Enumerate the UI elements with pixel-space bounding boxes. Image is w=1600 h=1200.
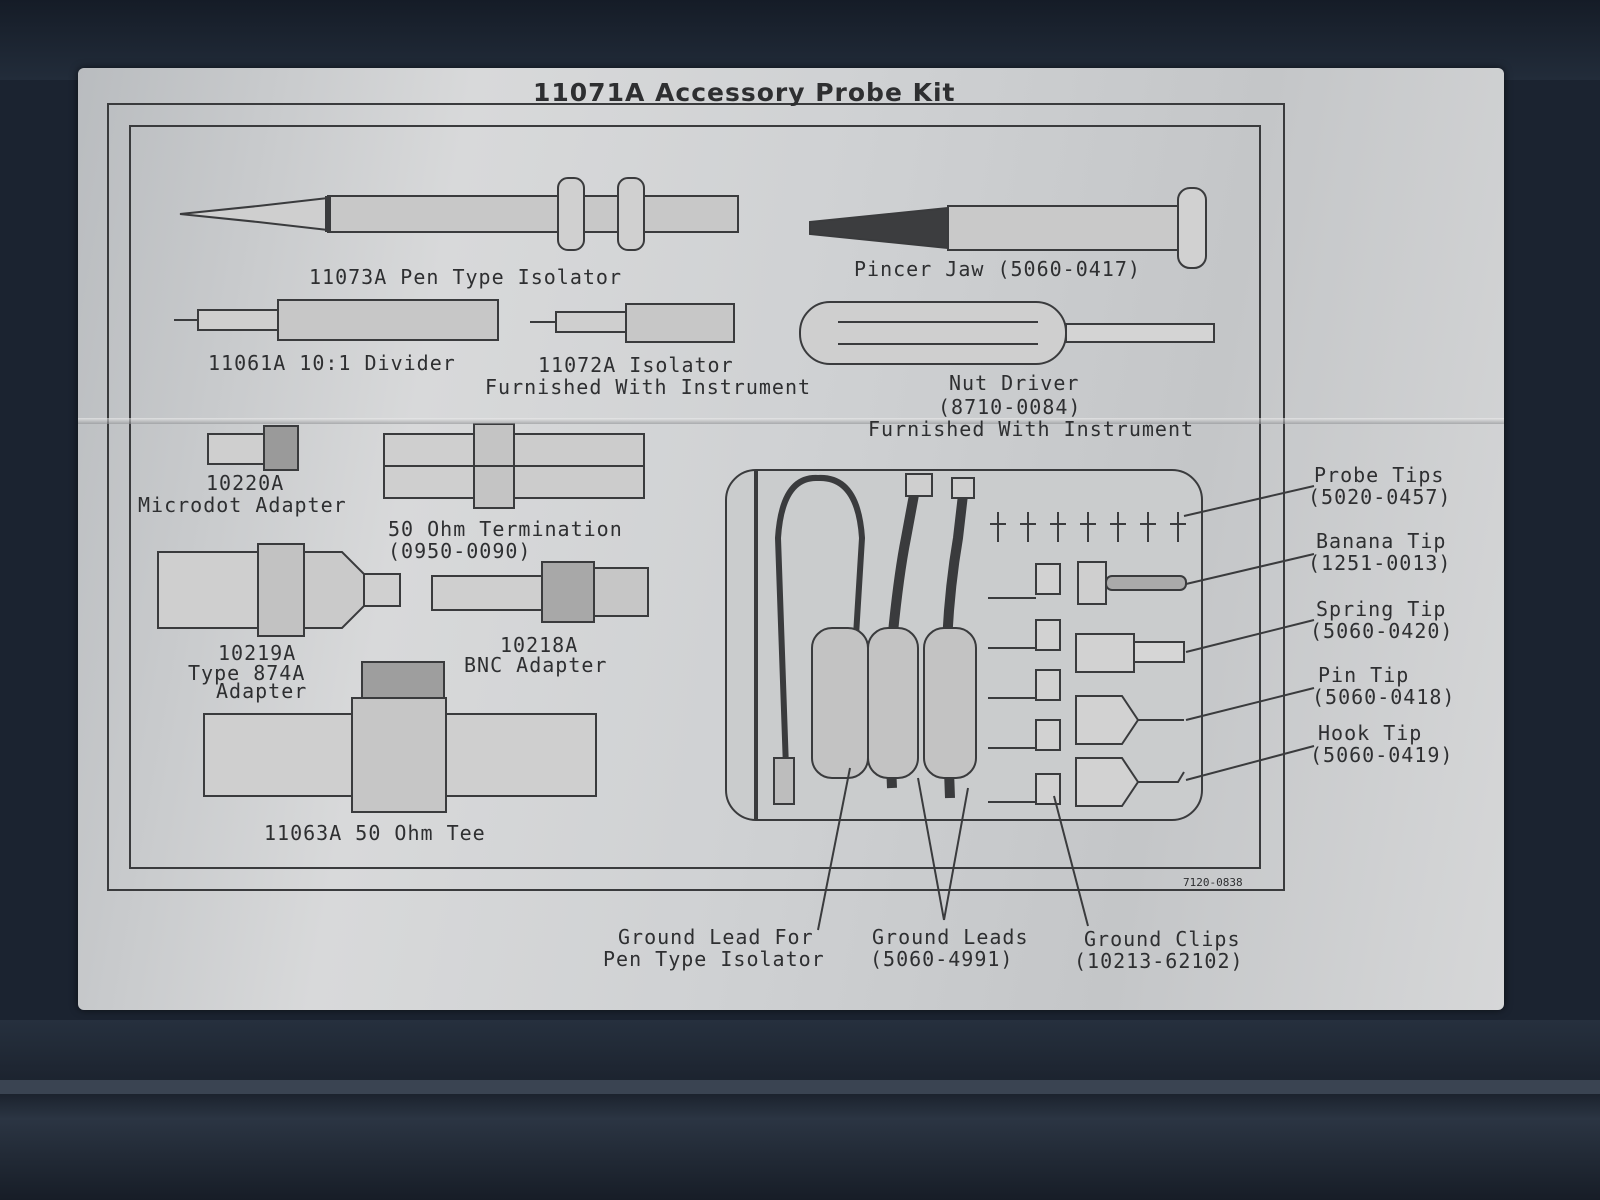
divider-drawing bbox=[174, 299, 499, 341]
accessory-tray-drawing bbox=[725, 469, 1203, 821]
label-crease bbox=[78, 418, 1504, 424]
pincer-jaw-drawing bbox=[809, 187, 1207, 269]
ground-clips-label: Ground Clips bbox=[1084, 927, 1241, 951]
case-hinge-edge bbox=[0, 1080, 1600, 1094]
case-lid-top bbox=[0, 0, 1600, 80]
termination-part: (0950-0090) bbox=[388, 539, 532, 563]
pen-isolator-drawing bbox=[179, 177, 739, 251]
nut-driver-note: Furnished With Instrument bbox=[868, 417, 1195, 441]
ground-clips-part: (10213-62102) bbox=[1074, 949, 1244, 973]
isolator-drawing bbox=[530, 303, 735, 343]
ground-lead-label: Ground Lead For bbox=[618, 925, 814, 949]
ground-lead-label-2: Pen Type Isolator bbox=[603, 947, 825, 971]
type-874a-label: Type 874A bbox=[188, 661, 306, 685]
callout-leader-lines bbox=[817, 485, 1315, 931]
bnc-adapter-drawing bbox=[431, 561, 649, 623]
probe-tips-part: (5020-0457) bbox=[1308, 485, 1452, 509]
ground-leads-part: (5060-4991) bbox=[870, 947, 1014, 971]
hook-tip-part: (5060-0419) bbox=[1310, 743, 1454, 767]
pin-tip-label: Pin Tip bbox=[1318, 663, 1410, 687]
bnc-part: 10218A bbox=[500, 633, 579, 657]
banana-tip-label: Banana Tip bbox=[1316, 529, 1447, 553]
part-code: 7120-0838 bbox=[1183, 876, 1243, 889]
nut-driver-label: Nut Driver bbox=[949, 371, 1080, 395]
spring-tip-part: (5060-0420) bbox=[1310, 619, 1454, 643]
microdot-adapter-drawing bbox=[207, 425, 299, 471]
pen-isolator-label: 11073A Pen Type Isolator bbox=[309, 265, 622, 289]
spring-tip-label: Spring Tip bbox=[1316, 597, 1447, 621]
probe-tips-label: Probe Tips bbox=[1314, 463, 1445, 487]
tee-drawing bbox=[203, 661, 597, 813]
tee-label: 11063A 50 Ohm Tee bbox=[264, 821, 486, 845]
nut-driver-drawing bbox=[799, 301, 1215, 365]
case-lid-bottom bbox=[0, 1020, 1600, 1200]
ground-leads-label: Ground Leads bbox=[872, 925, 1029, 949]
pincer-jaw-label: Pincer Jaw (5060-0417) bbox=[854, 257, 1141, 281]
divider-label: 11061A 10:1 Divider bbox=[208, 351, 456, 375]
pin-tip-part: (5060-0418) bbox=[1312, 685, 1456, 709]
outer-border bbox=[107, 103, 1285, 891]
inner-border bbox=[129, 125, 1261, 869]
microdot-part: 10220A bbox=[206, 471, 285, 495]
microdot-label: Microdot Adapter bbox=[138, 493, 347, 517]
probe-tips-row bbox=[990, 512, 1186, 542]
type-874a-part: 10219A bbox=[218, 641, 297, 665]
type-874a-adapter-drawing bbox=[157, 543, 401, 637]
termination-label: 50 Ohm Termination bbox=[388, 517, 623, 541]
isolator-label: 11072A Isolator bbox=[538, 353, 734, 377]
hook-tip-label: Hook Tip bbox=[1318, 721, 1423, 745]
bnc-label: BNC Adapter bbox=[464, 653, 608, 677]
banana-tip-part: (1251-0013) bbox=[1308, 551, 1452, 575]
termination-drawing bbox=[383, 423, 645, 509]
kit-label-plate: 11071A Accessory Probe Kit 11073A Pen Ty… bbox=[78, 68, 1504, 1010]
type-874a-adapter: Adapter bbox=[216, 679, 308, 703]
isolator-note: Furnished With Instrument bbox=[485, 375, 812, 399]
kit-diagram bbox=[107, 103, 1315, 931]
kit-title: 11071A Accessory Probe Kit bbox=[533, 78, 956, 107]
nut-driver-part: (8710-0084) bbox=[938, 395, 1082, 419]
